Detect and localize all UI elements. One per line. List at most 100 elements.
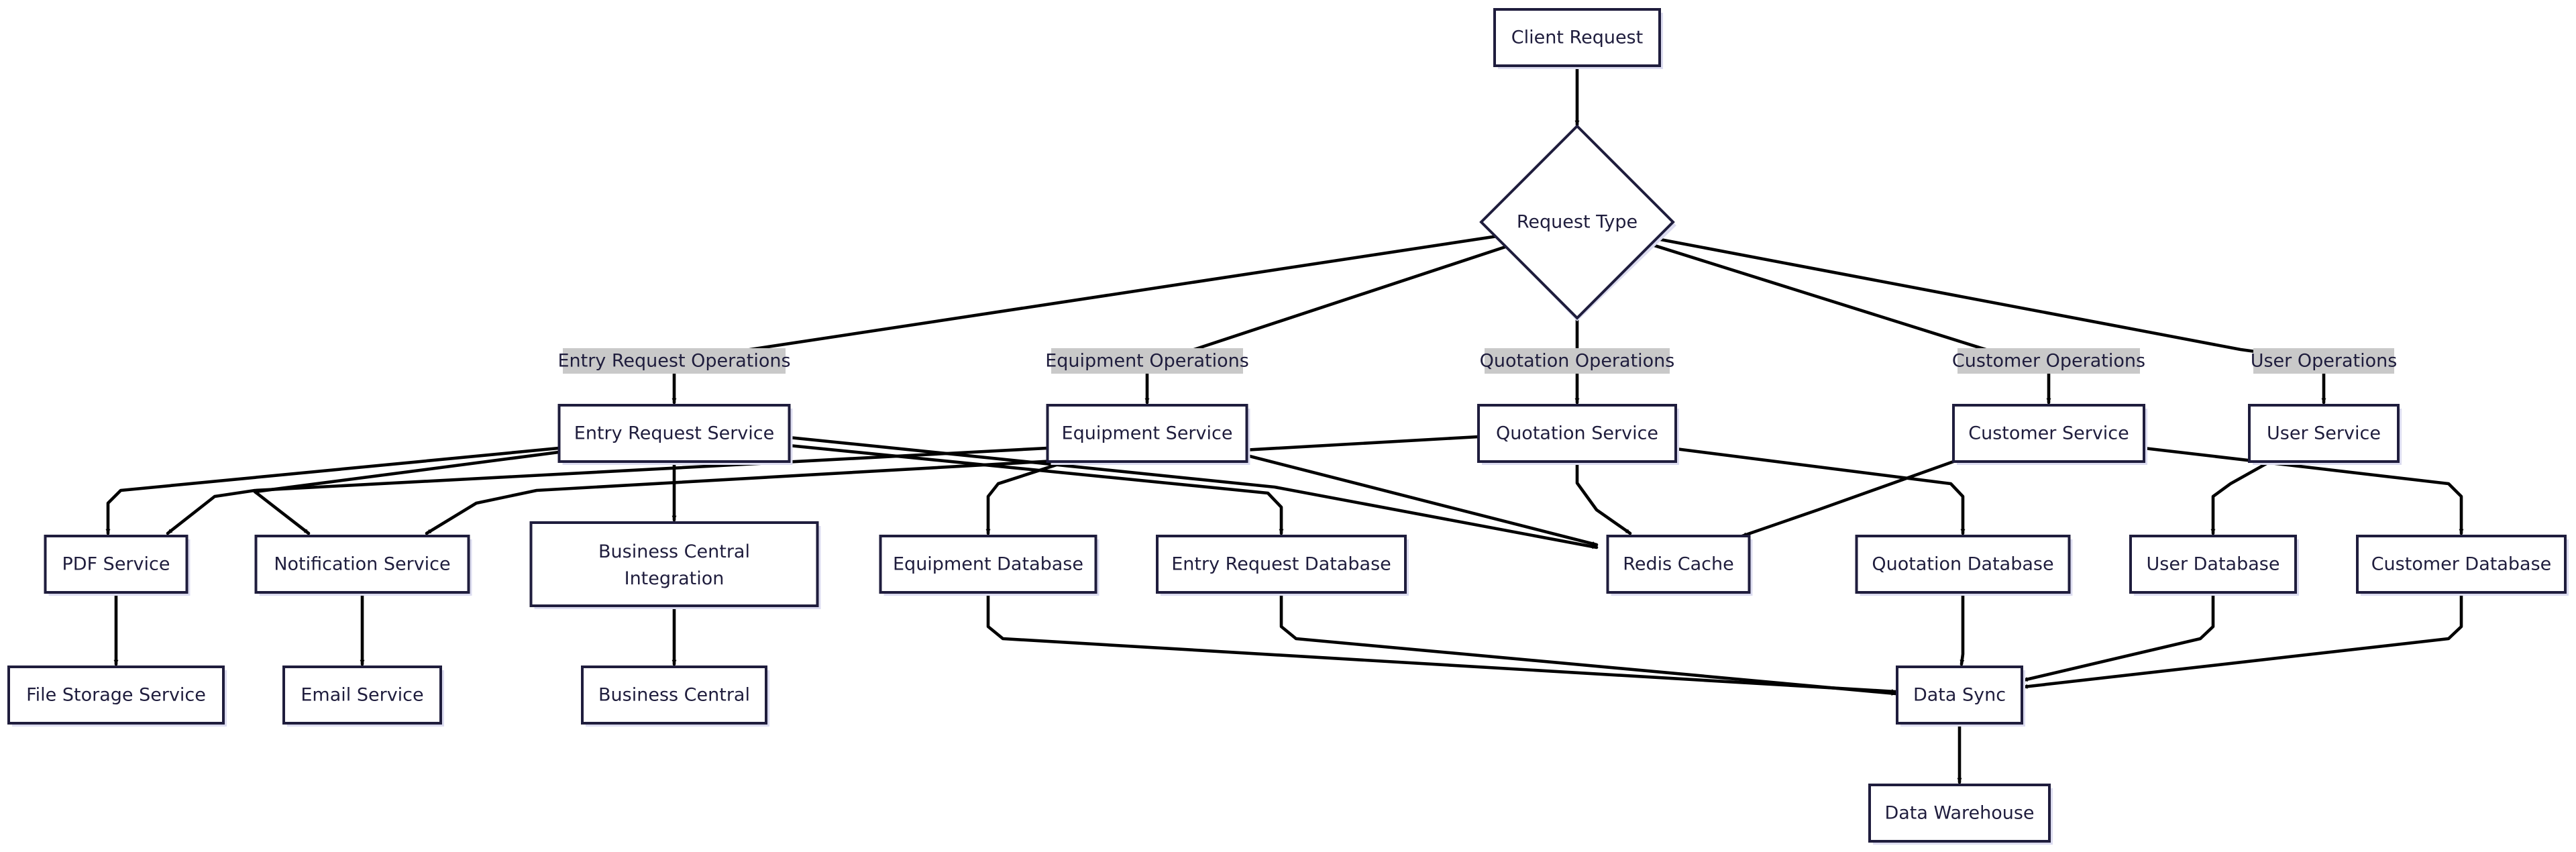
- node-box: [2129, 535, 2297, 594]
- node-redis-cache: Redis Cache: [1606, 535, 1753, 596]
- node-box: [529, 521, 819, 607]
- edge-request-type-to-user-service: [1655, 237, 2326, 405]
- node-box: [1156, 535, 1407, 594]
- node-equipment-service: Equipment Service: [1046, 404, 1250, 465]
- node-label: Request Type: [1517, 212, 1638, 233]
- edge-label-background: [1485, 348, 1670, 374]
- node-box: [1868, 784, 2051, 843]
- edge-labels-layer: Entry Request Operations Equipment Operat…: [557, 348, 2397, 374]
- node-business-central: Business Central: [581, 665, 769, 727]
- edge-user-database-to-data-sync: [2021, 590, 2215, 682]
- node-label: Client Request: [1511, 28, 1643, 48]
- node-label: Entry Request Service: [574, 423, 774, 444]
- node-box: [282, 665, 442, 725]
- node-label: Business Central: [598, 685, 750, 706]
- node-label: User Database: [2147, 554, 2280, 575]
- node-box: [1493, 8, 1661, 67]
- node-box: [1952, 404, 2145, 463]
- node-label: Quotation Database: [1872, 554, 2053, 575]
- node-label: Data Warehouse: [1884, 803, 2034, 824]
- edge-quotation-database-to-data-sync: [1960, 590, 1965, 666]
- node-quotation-service: Quotation Service: [1477, 404, 1679, 465]
- node-box: [1477, 404, 1677, 463]
- edge-equipment-service-to-redis-cache: [1245, 454, 1599, 547]
- node-customer-database: Customer Database: [2356, 535, 2569, 596]
- edge-label-background: [2253, 348, 2394, 374]
- edge-entry-request-database-to-data-sync: [1279, 590, 1898, 696]
- edge-request-type-to-customer-service: [1648, 242, 2051, 405]
- node-request-type: Request Type: [1479, 124, 1676, 321]
- edge-label-text: Quotation Operations: [1480, 351, 1675, 372]
- node-label: Email Service: [301, 685, 423, 706]
- edge-label-background: [1051, 348, 1243, 374]
- node-user-service: User Service: [2248, 404, 2402, 465]
- node-box: [879, 535, 1097, 594]
- node-label: User Service: [2267, 423, 2381, 444]
- node-box: [557, 404, 791, 463]
- edge-label-text: Customer Operations: [1952, 351, 2145, 372]
- edge-equipment-database-to-data-sync: [986, 590, 1898, 694]
- edge-label-text: Entry Request Operations: [557, 351, 790, 372]
- edge-label-text: Equipment Operations: [1045, 351, 1249, 372]
- node-data-warehouse: Data Warehouse: [1868, 784, 2053, 845]
- node-label: Quotation Service: [1496, 423, 1658, 444]
- decision-diamond: [1479, 124, 1675, 320]
- node-box: [1046, 404, 1248, 463]
- node-customer-service: Customer Service: [1952, 404, 2147, 465]
- edge-label-background: [1957, 348, 2140, 374]
- node-notification-service: Notification Service: [254, 535, 472, 596]
- edges-layer: [105, 64, 2464, 784]
- edge-label-equipment-ops: Equipment Operations: [1045, 348, 1249, 374]
- node-entry-request-service: Entry Request Service: [557, 404, 793, 465]
- node-label: Customer Database: [2371, 554, 2552, 575]
- node-user-database: User Database: [2129, 535, 2299, 596]
- edge-entry-request-service-to-pdf-service: [105, 446, 561, 535]
- edge-quotation-service-to-redis-cache: [1575, 460, 1632, 535]
- node-box: [2356, 535, 2567, 594]
- node-pdf-service: PDF Service: [44, 535, 191, 596]
- node-box: [2248, 404, 2400, 463]
- node-label: Data Sync: [1913, 685, 2006, 706]
- edge-label-customer-ops: Customer Operations: [1952, 348, 2145, 374]
- node-file-storage-service: File Storage Service: [7, 665, 227, 727]
- node-box: [1606, 535, 1751, 594]
- node-box: [44, 535, 189, 594]
- edge-label-entry-ops: Entry Request Operations: [557, 348, 791, 374]
- node-label: File Storage Service: [26, 685, 206, 706]
- node-label: Entry Request Database: [1171, 554, 1391, 575]
- node-label: Customer Service: [1968, 423, 2129, 444]
- node-box: [1855, 535, 2071, 594]
- node-box: [581, 665, 767, 725]
- node-label: Equipment Service: [1062, 423, 1233, 444]
- edge-label-background: [563, 348, 786, 374]
- node-email-service: Email Service: [282, 665, 444, 727]
- node-data-sync: Data Sync: [1896, 665, 2025, 727]
- node-box: [254, 535, 470, 594]
- node-box: [1896, 665, 2023, 725]
- edge-customer-database-to-data-sync: [2021, 590, 2463, 689]
- node-quotation-database: Quotation Database: [1855, 535, 2073, 596]
- node-label: Redis Cache: [1623, 554, 1733, 575]
- node-label: Notification Service: [274, 554, 450, 575]
- node-equipment-database: Equipment Database: [879, 535, 1099, 596]
- node-label: Equipment Database: [893, 554, 1083, 575]
- node-box: [7, 665, 225, 725]
- edge-label-quotation-ops: Quotation Operations: [1480, 348, 1675, 374]
- node-client-request: Client Request: [1493, 8, 1663, 69]
- edge-customer-service-to-redis-cache: [1740, 460, 1955, 538]
- edge-label-text: User Operations: [2251, 351, 2398, 372]
- edge-user-service-to-user-database: [2210, 460, 2272, 535]
- node-entry-request-database: Entry Request Database: [1156, 535, 1409, 596]
- edge-customer-service-to-customer-database: [2142, 446, 2464, 535]
- edge-request-type-to-entry-request-service: [672, 234, 1499, 405]
- edge-entry-request-service-to-entry-request-database: [787, 443, 1284, 535]
- node-label: PDF Service: [62, 554, 170, 575]
- edge-quotation-service-to-quotation-database: [1674, 447, 1966, 535]
- edge-quotation-service-to-notification-service: [425, 435, 1481, 535]
- edge-equipment-service-to-pdf-service: [166, 446, 1049, 535]
- edge-request-type-to-equipment-service: [1144, 245, 1507, 405]
